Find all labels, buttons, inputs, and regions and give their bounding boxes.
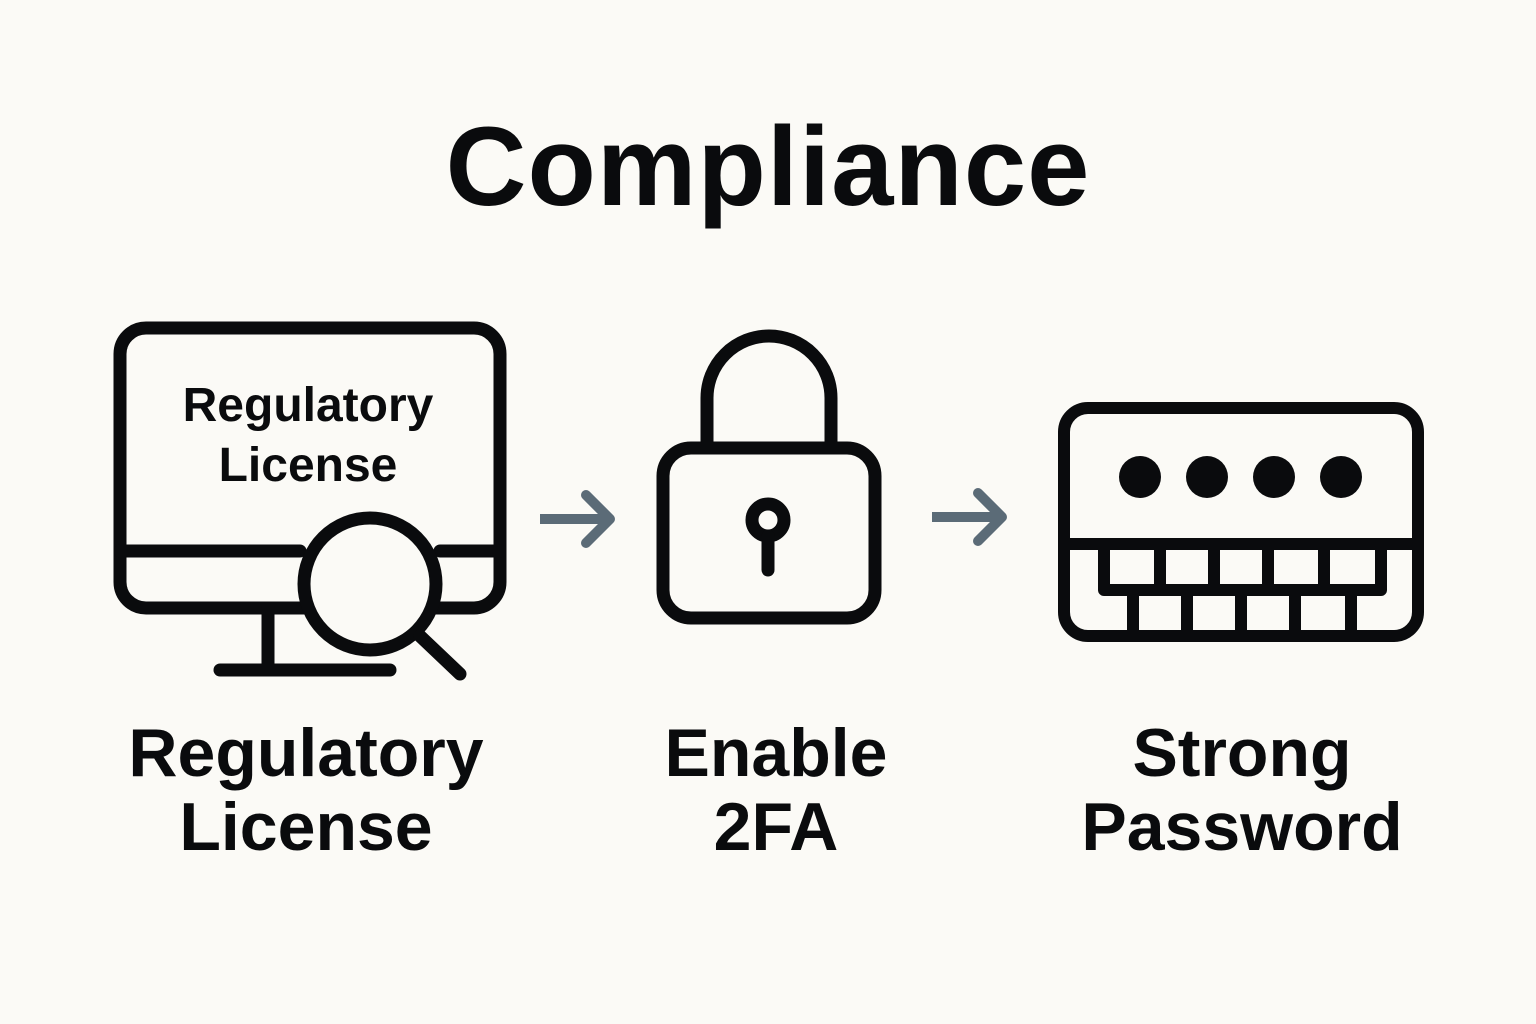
- step-label-strong-password: Strong Password: [1081, 715, 1403, 865]
- masked-password-dots: [1119, 456, 1362, 498]
- password-dot: [1119, 456, 1161, 498]
- padlock-icon: [656, 329, 882, 625]
- arrow-right-icon: [932, 488, 1007, 546]
- password-dot: [1186, 456, 1228, 498]
- monitor-magnifier-icon: [113, 321, 507, 681]
- password-keyboard-icon: [1058, 402, 1424, 642]
- diagram-title: Compliance: [445, 104, 1091, 229]
- padlock-body: [656, 441, 882, 625]
- magnifier-handle: [413, 629, 467, 681]
- keyboard-keys: [1098, 544, 1387, 596]
- arrow-right-icon: [540, 490, 615, 548]
- password-dot: [1253, 456, 1295, 498]
- step-label-regulatory-license: Regulatory License: [128, 715, 484, 865]
- step-label-enable-2fa: Enable 2FA: [664, 715, 888, 865]
- padlock-shackle: [700, 329, 838, 455]
- monitor-screen-text: Regulatory License: [182, 379, 434, 492]
- password-dot: [1320, 456, 1362, 498]
- magnifier-lens: [297, 511, 443, 657]
